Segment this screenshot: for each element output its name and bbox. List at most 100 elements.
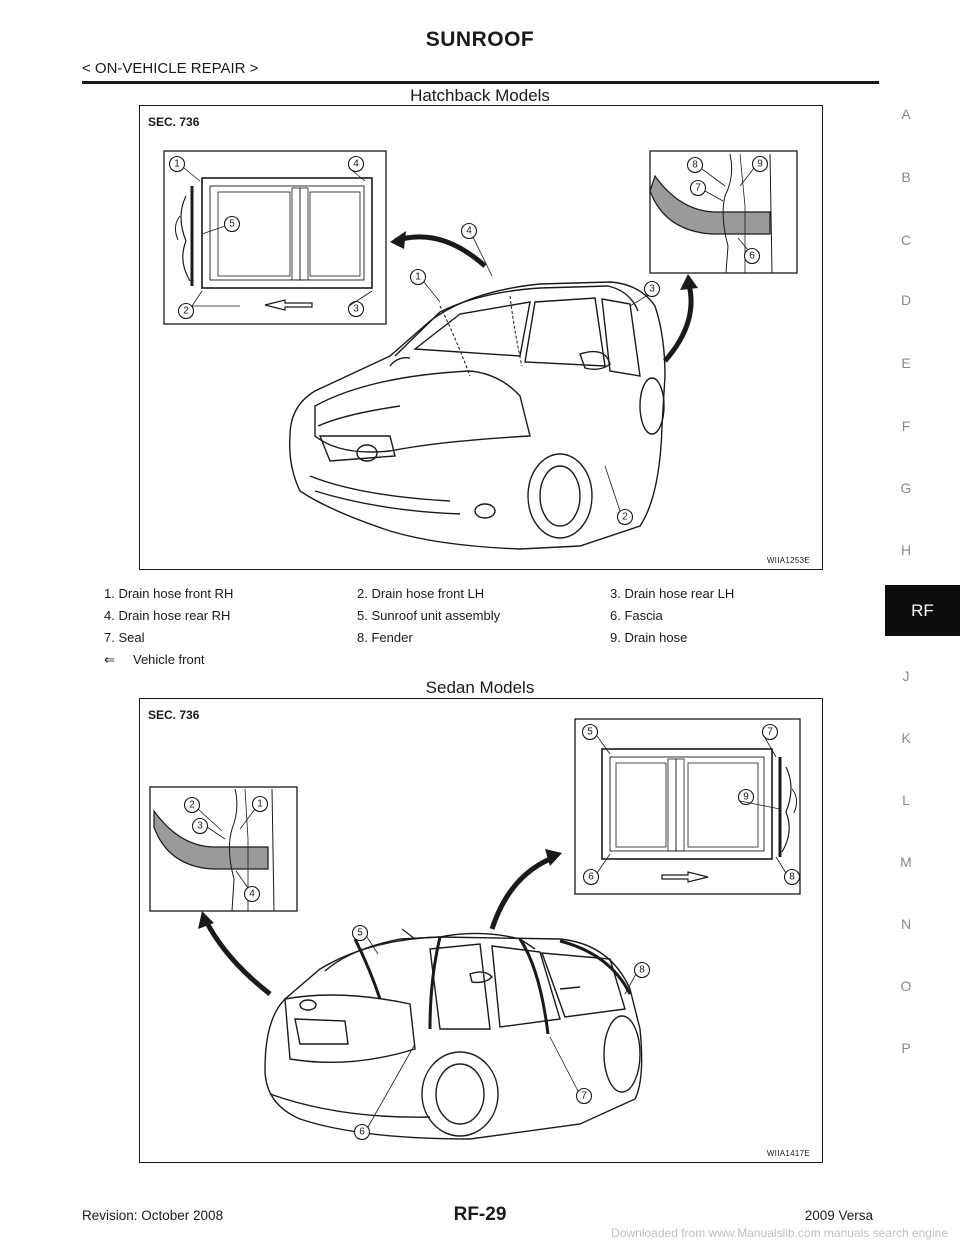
sedan-callout-9: 9 <box>737 788 755 806</box>
hatchback-illustration <box>163 150 798 550</box>
legend-vehicle-front-label: Vehicle front <box>133 652 205 667</box>
index-letter-h[interactable]: H <box>900 542 912 558</box>
svg-text:1: 1 <box>257 799 263 810</box>
svg-text:3: 3 <box>197 821 203 832</box>
sedan-callout-7: 7 <box>761 723 779 741</box>
hatchback-arrow-to-detail <box>663 280 694 363</box>
drain-hose-detail-inset <box>649 150 798 274</box>
footer-watermark[interactable]: Downloaded from www.Manualslib.com manua… <box>611 1226 948 1240</box>
legend-item-7: 7. Seal <box>104 630 145 645</box>
section-breadcrumb: < ON-VEHICLE REPAIR > <box>82 60 259 77</box>
legend-item-2: 2. Drain hose front LH <box>357 586 485 601</box>
active-section-tab[interactable]: RF <box>885 585 960 636</box>
footer-model: 2009 Versa <box>804 1208 873 1223</box>
callout-9: 9 <box>751 155 769 173</box>
svg-text:5: 5 <box>587 727 593 738</box>
sedan-callout-1: 1 <box>251 795 269 813</box>
sedan-figure-id: WIIA1417E <box>766 1149 810 1158</box>
index-letter-m[interactable]: M <box>900 854 912 870</box>
legend-item-8: 8. Fender <box>357 630 413 645</box>
page-title: SUNROOF <box>425 28 535 51</box>
index-letter-d[interactable]: D <box>900 292 912 308</box>
sedan-callout-6-vehicle: 6 <box>353 1123 371 1141</box>
svg-text:2: 2 <box>183 306 189 317</box>
sedan-drain-hose-detail-inset <box>149 786 298 912</box>
sunroof-unit-inset <box>163 150 387 325</box>
sedan-illustration <box>149 718 801 1140</box>
svg-text:4: 4 <box>466 226 472 237</box>
legend-item-6: 6. Fascia <box>610 608 663 623</box>
callout-5: 5 <box>223 215 241 233</box>
sedan-arrow-to-unit <box>489 854 556 930</box>
index-letter-e[interactable]: E <box>901 355 911 371</box>
index-letter-g[interactable]: G <box>900 480 912 496</box>
svg-text:9: 9 <box>743 792 749 803</box>
svg-text:6: 6 <box>359 1127 365 1138</box>
sedan-callout-5-vehicle: 5 <box>351 924 369 942</box>
parts-legend: 1. Drain hose front RH 2. Drain hose fro… <box>104 586 784 667</box>
sedan-callout-3: 3 <box>191 817 209 835</box>
sedan-callouts: 2 1 3 4 5 7 9 6 8 5 8 7 6 <box>183 723 801 1141</box>
svg-text:8: 8 <box>639 965 645 976</box>
callout-4-vehicle: 4 <box>460 222 478 240</box>
index-letter-n[interactable]: N <box>900 916 912 932</box>
svg-text:6: 6 <box>588 872 594 883</box>
svg-text:3: 3 <box>649 284 655 295</box>
svg-text:2: 2 <box>189 800 195 811</box>
hatchback-sec-label: SEC. 736 <box>148 115 200 129</box>
callout-1: 1 <box>168 155 186 173</box>
sedan-caption: Sedan Models <box>425 678 535 697</box>
legend-item-9: 9. Drain hose <box>610 630 688 645</box>
callout-1-vehicle: 1 <box>409 268 427 286</box>
index-letter-a[interactable]: A <box>901 106 911 122</box>
svg-text:4: 4 <box>249 889 255 900</box>
hatchback-car-drawing <box>289 281 666 550</box>
svg-text:3: 3 <box>353 304 359 315</box>
hatchback-figure-id: WIIA1253E <box>766 556 810 565</box>
legend-item-1: 1. Drain hose front RH <box>104 586 234 601</box>
svg-text:9: 9 <box>757 159 763 170</box>
callout-3: 3 <box>347 300 365 318</box>
svg-text:2: 2 <box>622 512 628 523</box>
index-letter-l[interactable]: L <box>902 792 910 808</box>
sedan-callout-5: 5 <box>581 723 599 741</box>
index-letter-o[interactable]: O <box>900 978 912 994</box>
index-letter-c[interactable]: C <box>900 232 912 248</box>
footer-revision: Revision: October 2008 <box>82 1208 224 1223</box>
vehicle-front-arrow-icon <box>264 299 313 311</box>
index-letter-j[interactable]: J <box>902 668 910 684</box>
index-letter-f[interactable]: F <box>901 418 911 434</box>
sedan-callout-6: 6 <box>582 868 600 886</box>
sedan-callout-2: 2 <box>183 796 201 814</box>
svg-text:5: 5 <box>357 928 363 939</box>
svg-text:8: 8 <box>789 872 795 883</box>
sedan-arrow-to-detail <box>202 917 272 996</box>
legend-item-5: 5. Sunroof unit assembly <box>357 608 501 623</box>
hatchback-callouts: 1 4 5 2 3 4 1 3 2 8 9 7 <box>168 155 769 526</box>
svg-text:8: 8 <box>692 160 698 171</box>
callout-7: 7 <box>689 179 707 197</box>
callout-6: 6 <box>743 247 761 265</box>
index-letter-p[interactable]: P <box>901 1040 911 1056</box>
svg-text:1: 1 <box>415 272 421 283</box>
legend-item-4: 4. Drain hose rear RH <box>104 608 231 623</box>
legend-item-3: 3. Drain hose rear LH <box>610 586 735 601</box>
callout-8: 8 <box>686 156 704 174</box>
sedan-callout-7-vehicle: 7 <box>575 1087 593 1105</box>
sedan-callout-8: 8 <box>783 868 801 886</box>
sedan-sec-label: SEC. 736 <box>148 708 200 722</box>
svg-text:7: 7 <box>581 1091 587 1102</box>
sedan-car-drawing <box>264 928 643 1140</box>
hatchback-figure: SEC. 736 WIIA1253E <box>139 105 823 570</box>
sedan-callout-8-vehicle: 8 <box>633 961 651 979</box>
svg-text:5: 5 <box>229 219 235 230</box>
sedan-vehicle-front-arrow-icon <box>661 871 709 883</box>
callout-2-vehicle: 2 <box>616 508 634 526</box>
sedan-callout-4: 4 <box>243 885 261 903</box>
index-letter-b[interactable]: B <box>901 169 911 185</box>
header-rule <box>82 81 879 84</box>
hatchback-caption: Hatchback Models <box>410 86 550 105</box>
callout-4: 4 <box>347 155 365 173</box>
svg-text:7: 7 <box>767 727 773 738</box>
index-letter-k[interactable]: K <box>901 730 911 746</box>
